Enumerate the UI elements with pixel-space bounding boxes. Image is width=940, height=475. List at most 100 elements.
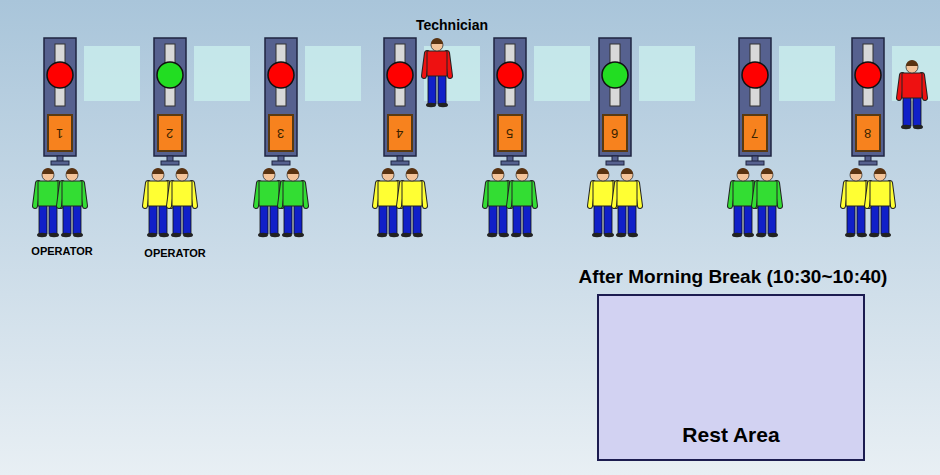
tower-light (44, 38, 140, 165)
hair (263, 168, 275, 174)
tower-light (599, 38, 695, 165)
hair (492, 168, 504, 174)
leg (159, 204, 167, 234)
shirt (733, 181, 753, 206)
shirt (427, 51, 447, 76)
tower-body (154, 38, 186, 156)
leg (389, 204, 397, 234)
role-label: OPERATOR (31, 245, 92, 257)
tower-body (852, 38, 884, 156)
hair (42, 168, 54, 174)
status-lamp (387, 62, 413, 88)
head (906, 61, 918, 73)
person-figure (509, 168, 535, 237)
machine-number-box: 6 (602, 114, 628, 152)
shoe (73, 233, 83, 237)
shirt (512, 181, 532, 206)
shirt (378, 181, 398, 206)
head (431, 39, 443, 51)
screen-panel (84, 46, 140, 101)
head (850, 169, 862, 181)
leg (768, 204, 776, 234)
shoe (426, 103, 436, 107)
leg (270, 204, 278, 234)
leg (63, 204, 71, 234)
hair (516, 168, 528, 174)
shoe (881, 233, 891, 237)
role-label: OPERATOR (144, 247, 205, 259)
leg (260, 204, 268, 234)
shoe (744, 233, 754, 237)
person-figure (754, 168, 780, 237)
shoe (147, 233, 157, 237)
tower-body (265, 38, 297, 156)
hair (761, 168, 773, 174)
tower-foot (746, 161, 764, 165)
leg (73, 204, 81, 234)
shoe (869, 233, 879, 237)
leg (847, 204, 855, 234)
tower-body (384, 38, 416, 156)
shirt (283, 181, 303, 206)
head (874, 169, 886, 181)
leg (428, 74, 436, 104)
leg (734, 204, 742, 234)
hair (737, 168, 749, 174)
shoe (49, 233, 59, 237)
person-figure (867, 168, 893, 237)
person-figure (485, 168, 511, 237)
status-lamp (855, 62, 881, 88)
shoe (845, 233, 855, 237)
shirt (617, 181, 637, 206)
shoe (628, 233, 638, 237)
hair (906, 60, 918, 66)
machine-number-box: 8 (855, 114, 881, 152)
person-figure (424, 38, 450, 107)
shoe (768, 233, 778, 237)
tower-foot (391, 161, 409, 165)
head (737, 169, 749, 181)
head (406, 169, 418, 181)
shoe (592, 233, 602, 237)
area-heading: After Morning Break (10:30~10:40) (579, 266, 888, 288)
head (176, 169, 188, 181)
tower-foot (501, 161, 519, 165)
shoe (294, 233, 304, 237)
person-figure (145, 168, 171, 237)
hair (176, 168, 188, 174)
hair (152, 168, 164, 174)
hair (382, 168, 394, 174)
shoe (901, 125, 911, 129)
leg (413, 204, 421, 234)
tower-foot (161, 161, 179, 165)
role-label: Technician (416, 17, 488, 33)
tower-foot (272, 161, 290, 165)
leg (379, 204, 387, 234)
machine-number: 2 (166, 126, 173, 141)
head (761, 169, 773, 181)
hair (431, 38, 443, 44)
hair (850, 168, 862, 174)
shirt (846, 181, 866, 206)
leg (284, 204, 292, 234)
tower-light (265, 38, 361, 165)
person-figure (899, 60, 925, 129)
person-figure (843, 168, 869, 237)
shirt (902, 73, 922, 98)
shoe (732, 233, 742, 237)
shirt (870, 181, 890, 206)
leg (39, 204, 47, 234)
machine-number-box: 4 (387, 114, 413, 152)
shoe (270, 233, 280, 237)
head (152, 169, 164, 181)
head (66, 169, 78, 181)
tower-foot (859, 161, 877, 165)
tower-light (154, 38, 250, 165)
leg (173, 204, 181, 234)
head (621, 169, 633, 181)
hair (597, 168, 609, 174)
area-label: Rest Area (682, 423, 779, 447)
shoe (604, 233, 614, 237)
